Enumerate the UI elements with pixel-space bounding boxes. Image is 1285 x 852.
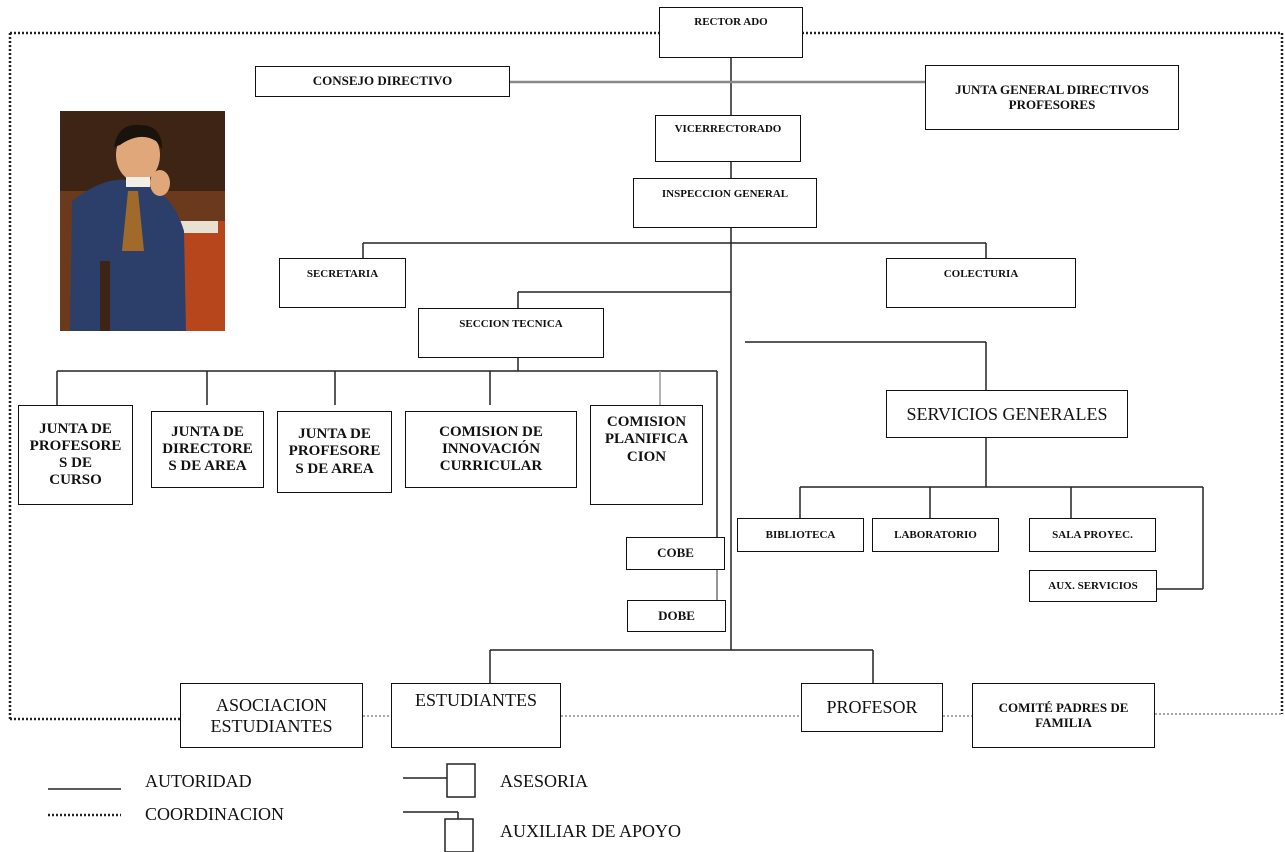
legend-auxiliar-label: AUXILIAR DE APOYO xyxy=(500,821,681,841)
node-rectorado: RECTOR ADO xyxy=(659,7,803,58)
node-vicerrectorado: VICERRECTORADO xyxy=(655,115,801,162)
node-junta-profesores-curso: JUNTA DE PROFESORE S DE CURSO xyxy=(18,405,133,505)
node-cobe: COBE xyxy=(626,537,725,570)
coordination-bottom xyxy=(363,713,1282,717)
node-dobe: DOBE xyxy=(627,600,726,632)
light-lines xyxy=(659,371,718,600)
node-biblioteca: BIBLIOTECA xyxy=(737,518,864,552)
legend-auxiliar-sample xyxy=(403,811,474,852)
node-aux-servicios: AUX. SERVICIOS xyxy=(1029,570,1157,602)
node-junta-profesores-area: JUNTA DE PROFESORE S DE AREA xyxy=(277,411,392,493)
node-laboratorio: LABORATORIO xyxy=(872,518,999,552)
legend-asesoria-sample xyxy=(403,763,476,798)
node-comision-innovacion-curricular: COMISION DE INNOVACIÓN CURRICULAR xyxy=(405,411,577,488)
node-junta-general-directivos-profesores: JUNTA GENERAL DIRECTIVOS PROFESORES xyxy=(925,65,1179,130)
legend-asesoria-label: ASESORIA xyxy=(500,771,589,791)
node-estudiantes: ESTUDIANTES xyxy=(391,683,561,748)
node-comite-padres-familia: COMITÉ PADRES DE FAMILIA xyxy=(972,683,1155,748)
coordination-frame xyxy=(8,31,1284,721)
authority-lines xyxy=(56,58,1204,683)
node-asociacion-estudiantes: ASOCIACION ESTUDIANTES xyxy=(180,683,363,748)
node-secretaria: SECRETARIA xyxy=(279,258,406,308)
legend-coordinacion-label: COORDINACION xyxy=(145,804,284,824)
node-junta-directores-area: JUNTA DE DIRECTORE S DE AREA xyxy=(151,411,264,488)
node-servicios-generales: SERVICIOS GENERALES xyxy=(886,390,1128,438)
node-sala-proyec: SALA PROYEC. xyxy=(1029,518,1156,552)
node-seccion-tecnica: SECCION TECNICA xyxy=(418,308,604,358)
node-colecturia: COLECTURIA xyxy=(886,258,1076,308)
node-consejo-directivo: CONSEJO DIRECTIVO xyxy=(255,66,510,97)
legend-autoridad-label: AUTORIDAD xyxy=(145,771,252,791)
node-comision-planificacion: COMISION PLANIFICA CION xyxy=(590,405,703,505)
node-inspeccion-general: INSPECCION GENERAL xyxy=(633,178,817,228)
portrait-image xyxy=(60,111,225,331)
node-profesor: PROFESOR xyxy=(801,683,943,732)
